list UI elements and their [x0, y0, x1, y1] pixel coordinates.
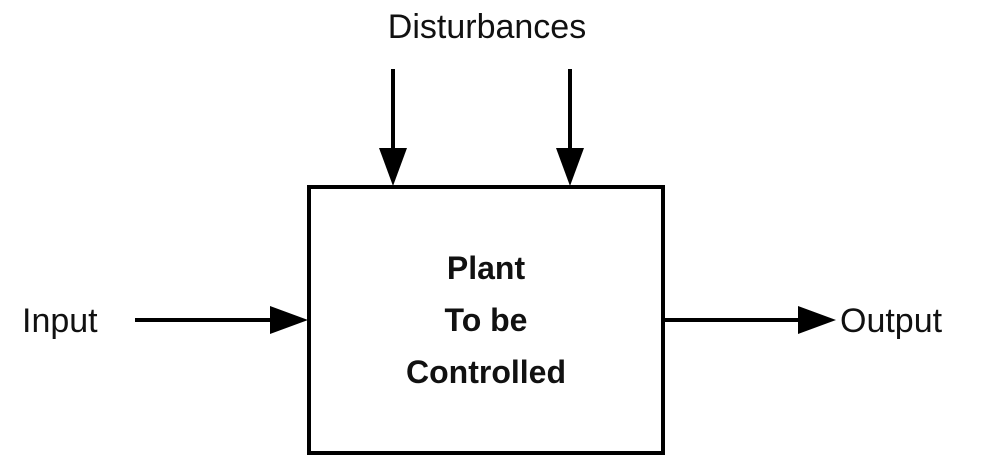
output-arrow [665, 306, 836, 334]
plant-label-line-1: Plant [447, 250, 526, 286]
input-arrow [135, 306, 308, 334]
input-label: Input [22, 302, 98, 340]
disturbance-arrow-1 [379, 69, 407, 186]
plant-block [307, 185, 665, 455]
output-label: Output [840, 302, 943, 340]
disturbance-arrow-2 [556, 69, 584, 186]
disturbances-label: Disturbances [388, 8, 586, 46]
plant-label-line-2: To be [445, 302, 528, 338]
plant-label-line-3: Controlled [406, 354, 566, 390]
